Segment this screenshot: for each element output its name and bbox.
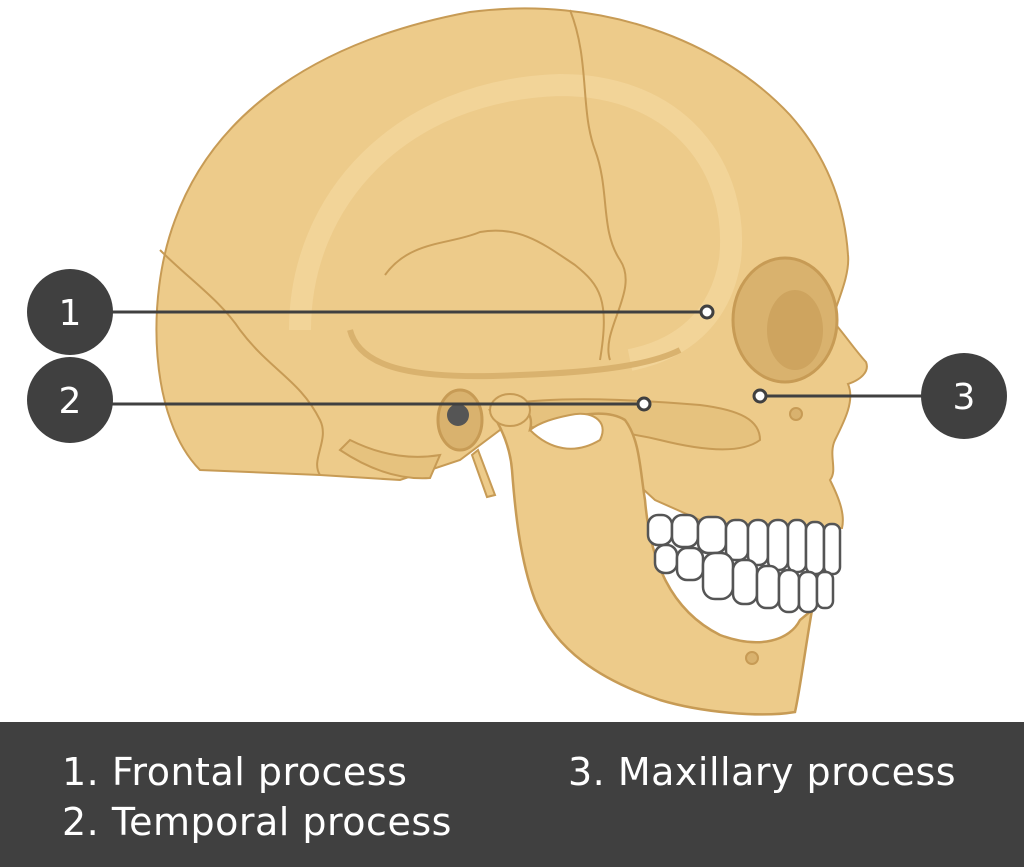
temporal-fossa-shadow: [347, 329, 682, 380]
upper-tooth: [670, 513, 700, 549]
lower-tooth: [815, 570, 835, 610]
upper-tooth: [822, 522, 842, 576]
coronal-suture: [569, 9, 627, 361]
marker-number: 2: [59, 381, 82, 422]
upper-tooth: [724, 518, 750, 562]
upper-tooth: [766, 518, 790, 572]
lower-tooth: [755, 564, 781, 610]
mental-foramen: [745, 651, 759, 665]
lower-tooth: [777, 568, 801, 614]
legend-item-maxillary-process: 3. Maxillary process: [568, 750, 957, 794]
upper-tooth: [646, 513, 674, 547]
teeth: [646, 513, 842, 614]
condyle: [489, 393, 531, 427]
infraorbital-foramen: [789, 407, 803, 421]
squamous-suture: [384, 229, 605, 361]
ear-canal: [447, 404, 469, 426]
legend-panel: 1. Frontal process 2. Temporal process 3…: [0, 722, 1024, 867]
styloid-process: [470, 448, 497, 499]
target-dot-2: [636, 396, 652, 412]
occipital-base: [338, 438, 442, 480]
lower-tooth: [653, 543, 679, 575]
upper-tooth: [804, 520, 826, 576]
legend-item-frontal-process: 1. Frontal process: [62, 750, 408, 794]
marker-3: 3: [921, 353, 1007, 439]
marker-2: 2: [27, 357, 113, 443]
lower-tooth: [797, 570, 819, 614]
marker-1: 1: [27, 269, 113, 355]
lower-tooth: [731, 558, 759, 606]
mandible: [488, 404, 814, 716]
marker-number: 1: [59, 293, 82, 334]
orbit-inner: [767, 290, 823, 370]
target-dot-3: [752, 388, 768, 404]
target-dot-1: [699, 304, 715, 320]
upper-tooth: [786, 518, 808, 574]
mandibular-notch: [528, 412, 604, 450]
upper-tooth: [696, 515, 728, 555]
legend-item-temporal-process: 2. Temporal process: [62, 800, 452, 844]
marker-circle: [27, 357, 113, 443]
marker-circle: [27, 269, 113, 355]
marker-circle: [921, 353, 1007, 439]
lambdoid-suture: [159, 249, 324, 476]
skull-lateral-diagram: 1 2 3: [27, 7, 1007, 716]
lower-tooth: [675, 546, 705, 582]
marker-number: 3: [953, 377, 976, 418]
lower-tooth: [701, 551, 735, 601]
upper-tooth: [746, 518, 770, 567]
